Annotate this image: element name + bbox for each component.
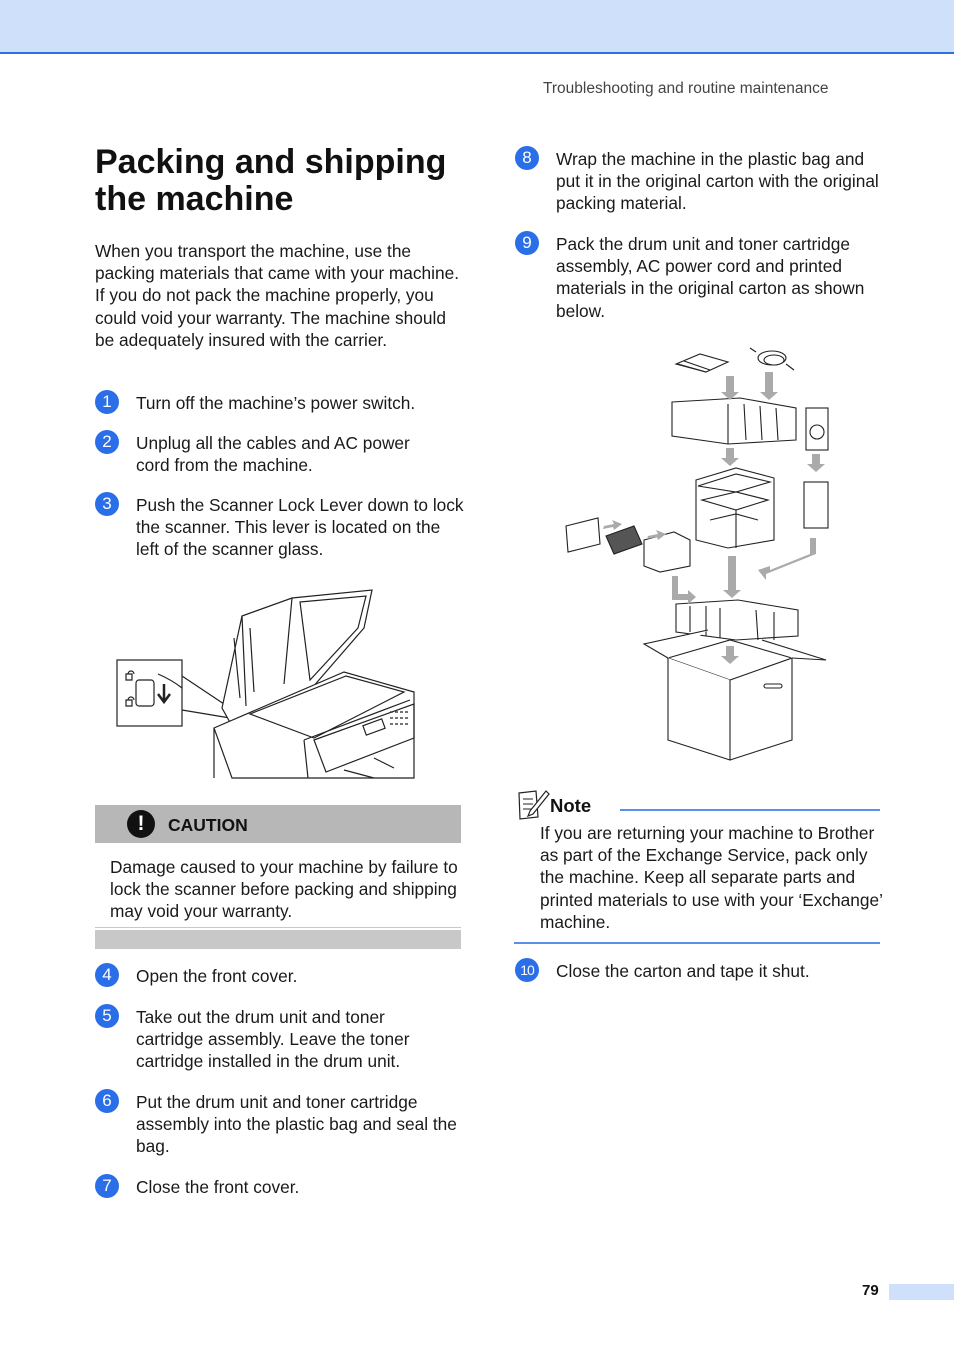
step-number-badge: 10	[515, 958, 539, 982]
step-number-badge: 4	[95, 963, 119, 987]
step-text: Turn off the machine’s power switch.	[136, 393, 416, 413]
step-number-badge: 2	[95, 430, 119, 454]
step-text: Wrap the machine in the plastic bag and …	[556, 149, 879, 214]
step-text: Take out the drum unit and toner cartrid…	[136, 1007, 410, 1072]
caution-bar: ! CAUTION	[95, 805, 461, 843]
step-text: Close the carton and tape it shut.	[556, 961, 810, 981]
step-text: Open the front cover.	[136, 966, 298, 986]
running-head: Troubleshooting and routine maintenance	[543, 80, 829, 97]
page-title: Packing and shipping the machine	[95, 143, 447, 218]
exclamation-icon: !	[127, 810, 155, 838]
note-label: Note	[550, 795, 592, 816]
caution-divider	[95, 927, 461, 928]
scanner-lock-illustration	[116, 589, 415, 779]
intro-paragraph: When you transport the machine, use the …	[95, 241, 460, 350]
step-number-badge: 3	[95, 492, 119, 516]
note-text: If you are returning your machine to Bro…	[540, 823, 883, 932]
caution-label: CAUTION	[168, 815, 248, 835]
step-8: 8 Wrap the machine in the plastic bag an…	[515, 146, 886, 215]
step-text: Pack the drum unit and toner cartridge a…	[556, 234, 865, 321]
caution-text: Damage caused to your machine by failure…	[110, 857, 458, 922]
step-9: 9 Pack the drum unit and toner cartridge…	[515, 231, 886, 322]
page-corner-tab	[889, 1284, 954, 1300]
step-text: Close the front cover.	[136, 1177, 300, 1197]
step-10: 10 Close the carton and tape it shut.	[515, 958, 886, 982]
note-pencil-icon	[518, 790, 550, 820]
step-5: 5 Take out the drum unit and toner cartr…	[95, 1004, 446, 1073]
step-number-badge: 1	[95, 390, 119, 414]
step-4: 4 Open the front cover.	[95, 963, 476, 987]
step-7: 7 Close the front cover.	[95, 1174, 476, 1198]
step-number-badge: 8	[515, 146, 539, 170]
header-band	[0, 0, 954, 54]
note-rule-top	[620, 809, 880, 811]
step-1: 1 Turn off the machine’s power switch.	[95, 390, 476, 414]
step-6: 6 Put the drum unit and toner cartridge …	[95, 1089, 461, 1158]
step-number-badge: 6	[95, 1089, 119, 1113]
step-text: Put the drum unit and toner cartridge as…	[136, 1092, 457, 1157]
step-number-badge: 7	[95, 1174, 119, 1198]
page-number: 79	[862, 1282, 879, 1299]
caution-footer-bar	[95, 930, 461, 949]
step-text: Push the Scanner Lock Lever down to lock…	[136, 495, 464, 560]
step-2: 2 Unplug all the cables and AC power cor…	[95, 430, 446, 476]
step-text: Unplug all the cables and AC power cord …	[136, 433, 410, 476]
note-rule-bottom	[514, 942, 880, 944]
packing-diagram-illustration	[565, 347, 829, 761]
step-number-badge: 9	[515, 231, 539, 255]
step-number-badge: 5	[95, 1004, 119, 1028]
step-3: 3 Push the Scanner Lock Lever down to lo…	[95, 492, 466, 561]
